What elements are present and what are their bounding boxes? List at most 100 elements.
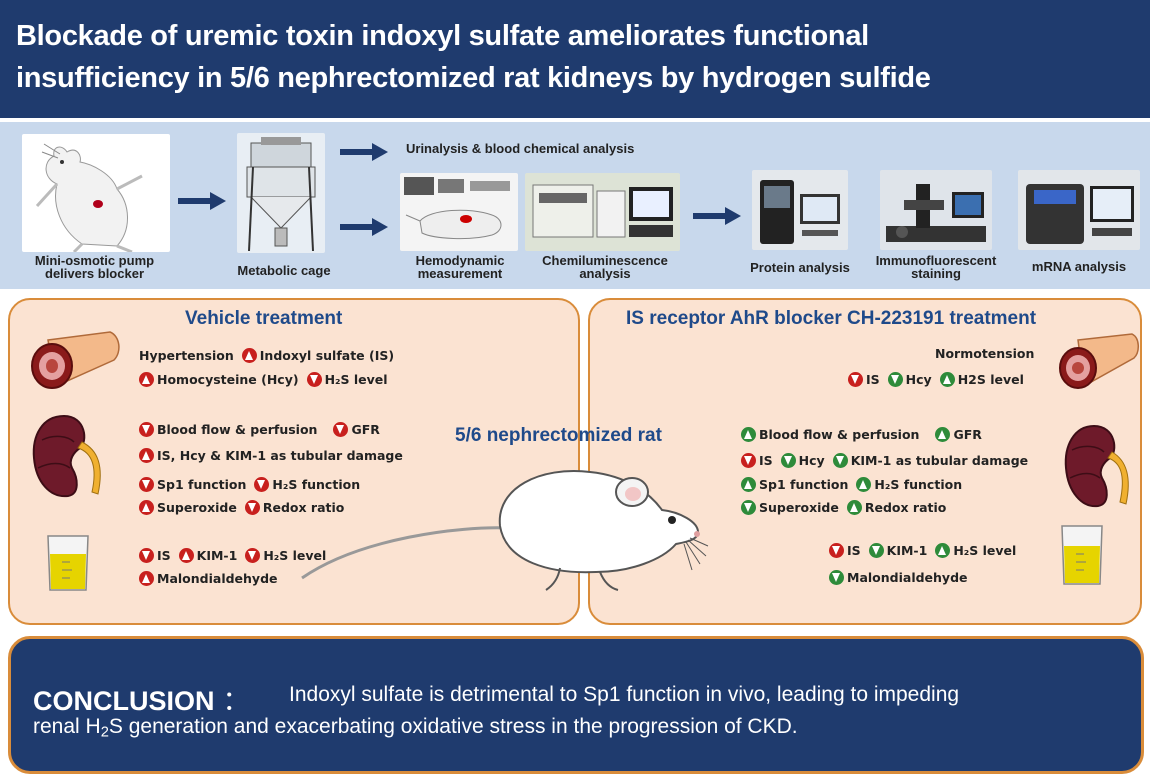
right-text-h2sfunc: H₂S function (874, 477, 963, 492)
up-arrow-icon (856, 477, 872, 492)
left-line-7: IS KIM-1 H₂S level (139, 548, 326, 564)
kidney-icon (1060, 422, 1136, 514)
left-text-redox: Redox ratio (262, 500, 345, 515)
up-arrow-icon (139, 448, 154, 463)
right-text-superoxide: Superoxide (759, 500, 839, 515)
up-arrow-icon (139, 372, 154, 387)
left-text-hcy: Homocysteine (Hcy) (157, 372, 299, 387)
right-text-bloodflow: Blood flow & perfusion (759, 427, 920, 442)
down-arrow-icon (139, 548, 154, 563)
up-arrow-icon (741, 427, 756, 442)
ahr-panel-title: IS receptor AhR blocker CH-223191 treatm… (626, 308, 1037, 329)
right-text-gfr: GFR (953, 427, 982, 442)
up-arrow-icon (241, 348, 257, 363)
right-text-mda: Malondialdehyde (847, 570, 968, 585)
arrow-to-protein (693, 207, 741, 225)
down-arrow-icon (829, 543, 844, 558)
right-text-h2s: H2S level (957, 372, 1024, 387)
vessel-icon (26, 330, 122, 392)
caption-urinalysis: Urinalysis & blood chemical analysis (406, 141, 635, 156)
down-arrow-icon (848, 372, 863, 387)
down-arrow-icon (306, 372, 322, 387)
left-line-6: Superoxide Redox ratio (139, 500, 344, 516)
up-arrow-icon (139, 500, 154, 515)
left-line-2: Homocysteine (Hcy) H₂S level (139, 372, 388, 388)
left-text-bloodflow: Blood flow & perfusion (157, 422, 318, 437)
chemiluminescence-photo (525, 173, 680, 251)
down-arrow-icon (244, 500, 260, 515)
metabolic-cage-photo (237, 133, 325, 253)
up-arrow-icon (935, 427, 951, 442)
down-arrow-icon (333, 422, 349, 437)
down-arrow-icon (139, 477, 154, 492)
left-text-kim1: KIM-1 (196, 548, 238, 563)
title-line-2: insufficiency in 5/6 nephrectomized rat … (16, 62, 931, 94)
up-arrow-icon (741, 477, 756, 492)
down-arrow-icon (887, 372, 903, 387)
left-text-hypertension: Hypertension (139, 348, 234, 363)
rat-pump-photo (22, 134, 170, 252)
hemodynamic-photo (400, 173, 518, 251)
conclusion-box: CONCLUSION： Indoxyl sulfate is detriment… (8, 636, 1144, 774)
vessel-icon (1048, 330, 1140, 392)
left-text-h2s: H₂S level (324, 372, 388, 387)
vehicle-panel-title: Vehicle treatment (185, 308, 343, 329)
conclusion-line-1: Indoxyl sulfate is detrimental to Sp1 fu… (289, 683, 960, 706)
right-text-is2: IS (759, 453, 773, 468)
left-text-superoxide: Superoxide (157, 500, 237, 515)
down-arrow-icon (780, 453, 796, 468)
right-text-sp1: Sp1 function (759, 477, 849, 492)
left-line-1: Hypertension Indoxyl sulfate (IS) (139, 348, 394, 364)
left-line-8: Malondialdehyde (139, 571, 278, 587)
right-text-tubular: KIM-1 as tubular damage (850, 453, 1029, 468)
left-text-gfr: GFR (351, 422, 380, 437)
up-arrow-icon (935, 543, 951, 558)
up-arrow-icon (178, 548, 194, 563)
right-text-normotension: Normotension (935, 346, 1035, 361)
down-arrow-icon (139, 422, 154, 437)
right-line-7: IS KIM-1 H₂S level (829, 543, 1016, 559)
right-text-hcy: Hcy (905, 372, 932, 387)
down-arrow-icon (868, 543, 884, 558)
right-text-redox: Redox ratio (864, 500, 947, 515)
caption-mrna: mRNA analysis (1031, 259, 1127, 274)
down-arrow-icon (832, 453, 848, 468)
right-line-2: IS Hcy H2S level (848, 372, 1024, 388)
left-text-urine-h2s: H₂S level (263, 548, 327, 563)
down-arrow-icon (741, 453, 756, 468)
right-line-1: Normotension (935, 346, 1034, 362)
conclusion-line-2-sub: 2 (100, 724, 109, 741)
up-arrow-icon (139, 571, 154, 586)
right-text-urine-is: IS (847, 543, 861, 558)
arrow-cage-to-urinalysis (340, 143, 388, 161)
right-text-urine-h2s: H₂S level (953, 543, 1017, 558)
title-banner: Blockade of uremic toxin indoxyl sulfate… (0, 0, 1150, 118)
arrow-pump-to-cage (178, 192, 226, 210)
right-text-kim1: KIM-1 (886, 543, 928, 558)
immunofluorescent-photo (880, 170, 992, 250)
caption-chemiluminescence: Chemiluminescence analysis (542, 253, 668, 281)
caption-pump: Mini-osmotic pump delivers blocker (34, 253, 155, 281)
kidney-icon (28, 412, 108, 504)
right-line-5: Sp1 function H₂S function (741, 477, 962, 493)
title-line-1: Blockade of uremic toxin indoxyl sulfate… (16, 20, 869, 52)
conclusion-line-2-post: S generation and exacerbating oxidative … (108, 715, 798, 738)
down-arrow-icon (245, 548, 261, 563)
left-text-is: Indoxyl sulfate (IS) (259, 348, 395, 363)
left-text-h2sfunc: H₂S function (272, 477, 361, 492)
up-arrow-icon (846, 500, 862, 515)
caption-hemodynamic: Hemodynamic measurement (415, 253, 505, 281)
left-text-urine-is: IS (157, 548, 171, 563)
urine-beaker-icon (42, 532, 94, 594)
left-text-sp1: Sp1 function (157, 477, 247, 492)
conclusion-heading: CONCLUSION： (33, 679, 250, 718)
caption-cage: Metabolic cage (237, 263, 331, 278)
right-line-3: Blood flow & perfusion GFR (741, 427, 982, 443)
conclusion-heading-text: CONCLUSION (33, 686, 215, 716)
conclusion-line-2-pre: renal H (33, 715, 101, 738)
left-line-3: Blood flow & perfusion GFR (139, 422, 380, 438)
left-line-5: Sp1 function H₂S function (139, 477, 360, 493)
right-text-is: IS (866, 372, 880, 387)
protein-analysis-photo (752, 170, 848, 250)
